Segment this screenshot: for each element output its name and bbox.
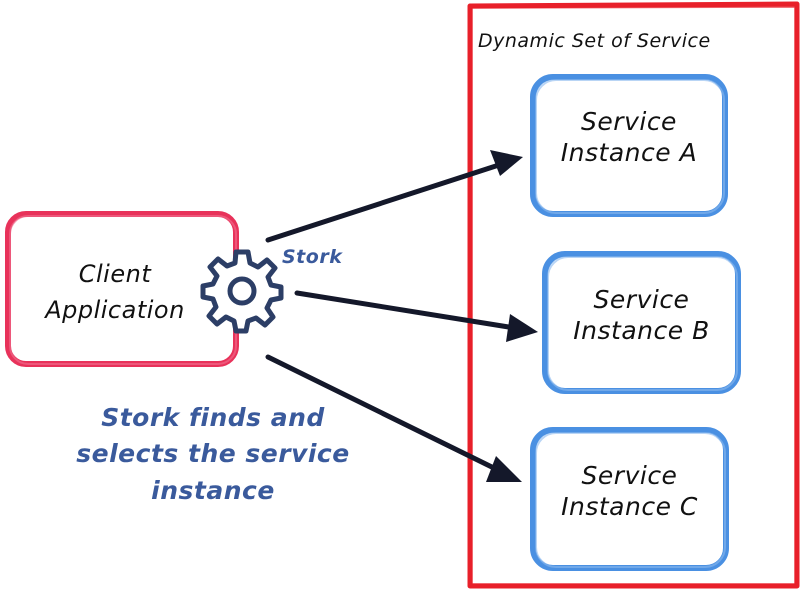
service-group-title: Dynamic Set of Service xyxy=(478,30,711,52)
arrow-to-service-c xyxy=(265,354,522,482)
service-instance-c-label: Service Instance C xyxy=(533,460,726,523)
service-b-line2: Instance B xyxy=(573,316,710,346)
service-c-line2: Instance C xyxy=(561,492,698,522)
service-b-line1: Service xyxy=(593,285,690,314)
caption-line3: instance xyxy=(151,475,275,505)
arrow-to-service-a xyxy=(265,150,523,243)
service-a-line2: Instance A xyxy=(560,138,698,168)
service-a-line1: Service xyxy=(581,107,677,136)
caption-line2: selects the service xyxy=(76,439,350,469)
service-instance-b-label: Service Instance B xyxy=(545,284,738,347)
stork-caption: Stork finds and selects the service inst… xyxy=(48,400,378,509)
service-group-container xyxy=(467,1,800,589)
stork-label: Stork xyxy=(282,246,343,268)
arrow-to-service-b xyxy=(294,290,538,342)
client-label-line1: Client xyxy=(78,260,152,288)
service-instance-b-box xyxy=(542,251,741,394)
client-label-line2: Application xyxy=(45,296,185,324)
client-application-label: Client Application xyxy=(30,256,200,328)
caption-line1: Stork finds and xyxy=(101,403,325,432)
gear-icon xyxy=(200,249,284,334)
service-instance-c-box xyxy=(530,427,729,571)
service-instance-a-label: Service Instance A xyxy=(533,106,725,169)
service-instance-a-box xyxy=(530,74,728,217)
service-c-line1: Service xyxy=(581,461,678,490)
